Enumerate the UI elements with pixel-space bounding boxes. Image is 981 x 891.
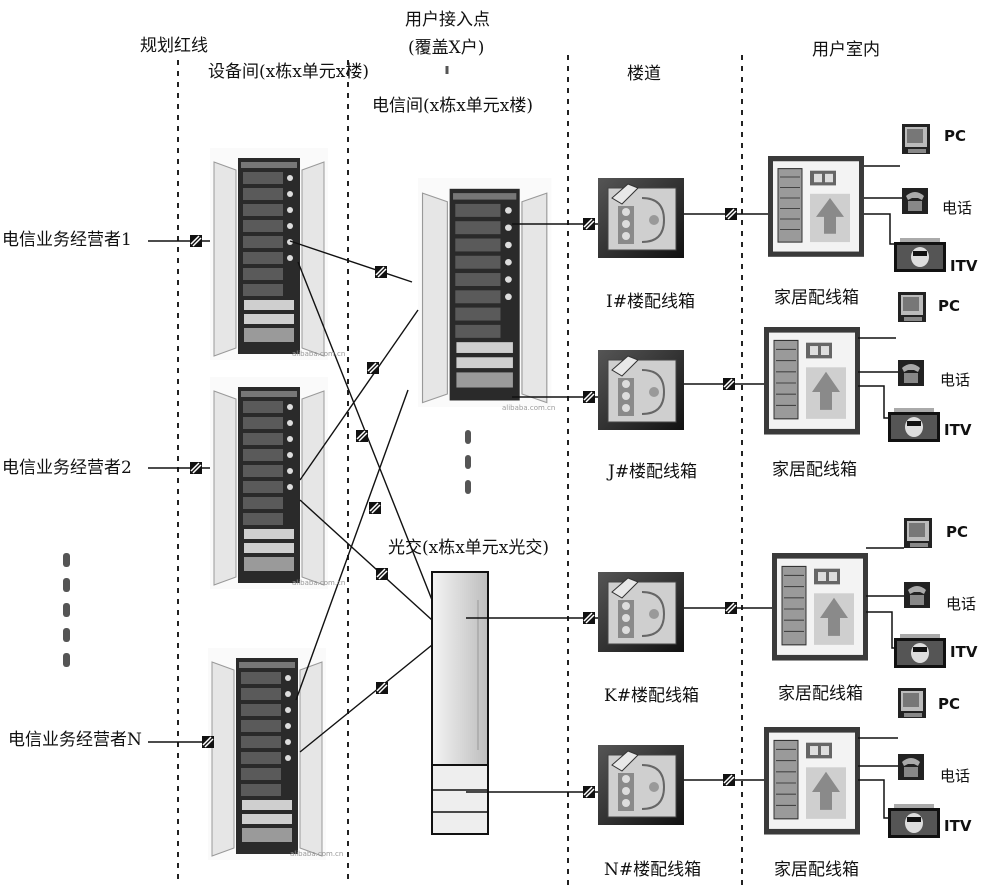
home-box-3 (771, 552, 869, 662)
phone-label: 电话 (946, 595, 977, 613)
operator-2-label: 电信业务经营者2 (2, 458, 132, 478)
home-box-2-label: 家居配线箱 (772, 460, 857, 480)
itv-label: ITV (950, 643, 978, 661)
operator-ellipsis (63, 553, 70, 667)
phone-icon (898, 360, 924, 386)
home-box-1-label: 家居配线箱 (774, 288, 859, 308)
itv-label: ITV (950, 257, 978, 275)
itv-icon (894, 238, 946, 272)
itv-icon (888, 804, 940, 838)
home-box-4 (763, 726, 861, 836)
telecom-room-label: 电信间(x栋x单元x楼) (372, 96, 534, 116)
floor-box-j (597, 349, 685, 431)
floor-box-k-label: K#楼配线箱 (604, 686, 699, 706)
operator-1-label: 电信业务经营者1 (2, 230, 132, 250)
phone-icon (902, 188, 928, 214)
phone-icon (898, 754, 924, 780)
rack-ellipsis (465, 430, 471, 494)
phone-label: 电话 (940, 767, 971, 785)
home-box-1 (767, 155, 865, 258)
equipment-rack-1 (209, 147, 329, 361)
phone-icon (904, 582, 930, 608)
floor-box-i (597, 177, 685, 259)
floor-box-k (597, 571, 685, 653)
redline-label: 规划红线 (140, 36, 208, 56)
pc-icon (898, 292, 926, 322)
pc-icon (902, 124, 930, 154)
pc-label: PC (938, 695, 961, 713)
rack-watermark: alibaba.com.cn (292, 579, 345, 587)
home-box-3-label: 家居配线箱 (778, 684, 863, 704)
rack-watermark: alibaba.com.cn (290, 850, 343, 858)
itv-icon (888, 408, 940, 442)
pc-icon (898, 688, 926, 718)
phone-label: 电话 (942, 199, 973, 217)
phone-label: 电话 (940, 371, 971, 389)
pc-label: PC (938, 297, 961, 315)
floor-box-i-label: I#楼配线箱 (606, 292, 695, 312)
pc-label: PC (944, 127, 967, 145)
rack-watermark: alibaba.com.cn (502, 404, 555, 412)
telecom-room-rack (417, 177, 552, 408)
equipment-rack-2 (209, 376, 329, 590)
itv-icon (894, 634, 946, 668)
itv-label: ITV (944, 421, 972, 439)
floor-box-j-label: J#楼配线箱 (608, 462, 698, 482)
optical-cabinet (431, 571, 489, 835)
floor-box-n-label: N#楼配线箱 (604, 860, 702, 880)
home-box-2 (763, 326, 861, 436)
home-box-4-label: 家居配线箱 (774, 860, 859, 880)
equipment-rack-n (207, 647, 327, 861)
equipment-room-label: 设备间(x栋x单元x楼) (208, 62, 370, 82)
pc-label: PC (946, 523, 969, 541)
corridor-label: 楼道 (627, 64, 661, 84)
optical-cabinet-label: 光交(x栋x单元x光交) (388, 538, 550, 558)
access-point-label: 用户接入点 (405, 10, 490, 30)
floor-box-n (597, 744, 685, 826)
operator-n-label: 电信业务经营者N (8, 730, 142, 750)
pc-icon (904, 518, 932, 548)
access-point-coverage-label: (覆盖X户) (408, 38, 485, 58)
rack-watermark: alibaba.com.cn (292, 350, 345, 358)
indoor-label: 用户室内 (812, 40, 880, 60)
itv-label: ITV (944, 817, 972, 835)
